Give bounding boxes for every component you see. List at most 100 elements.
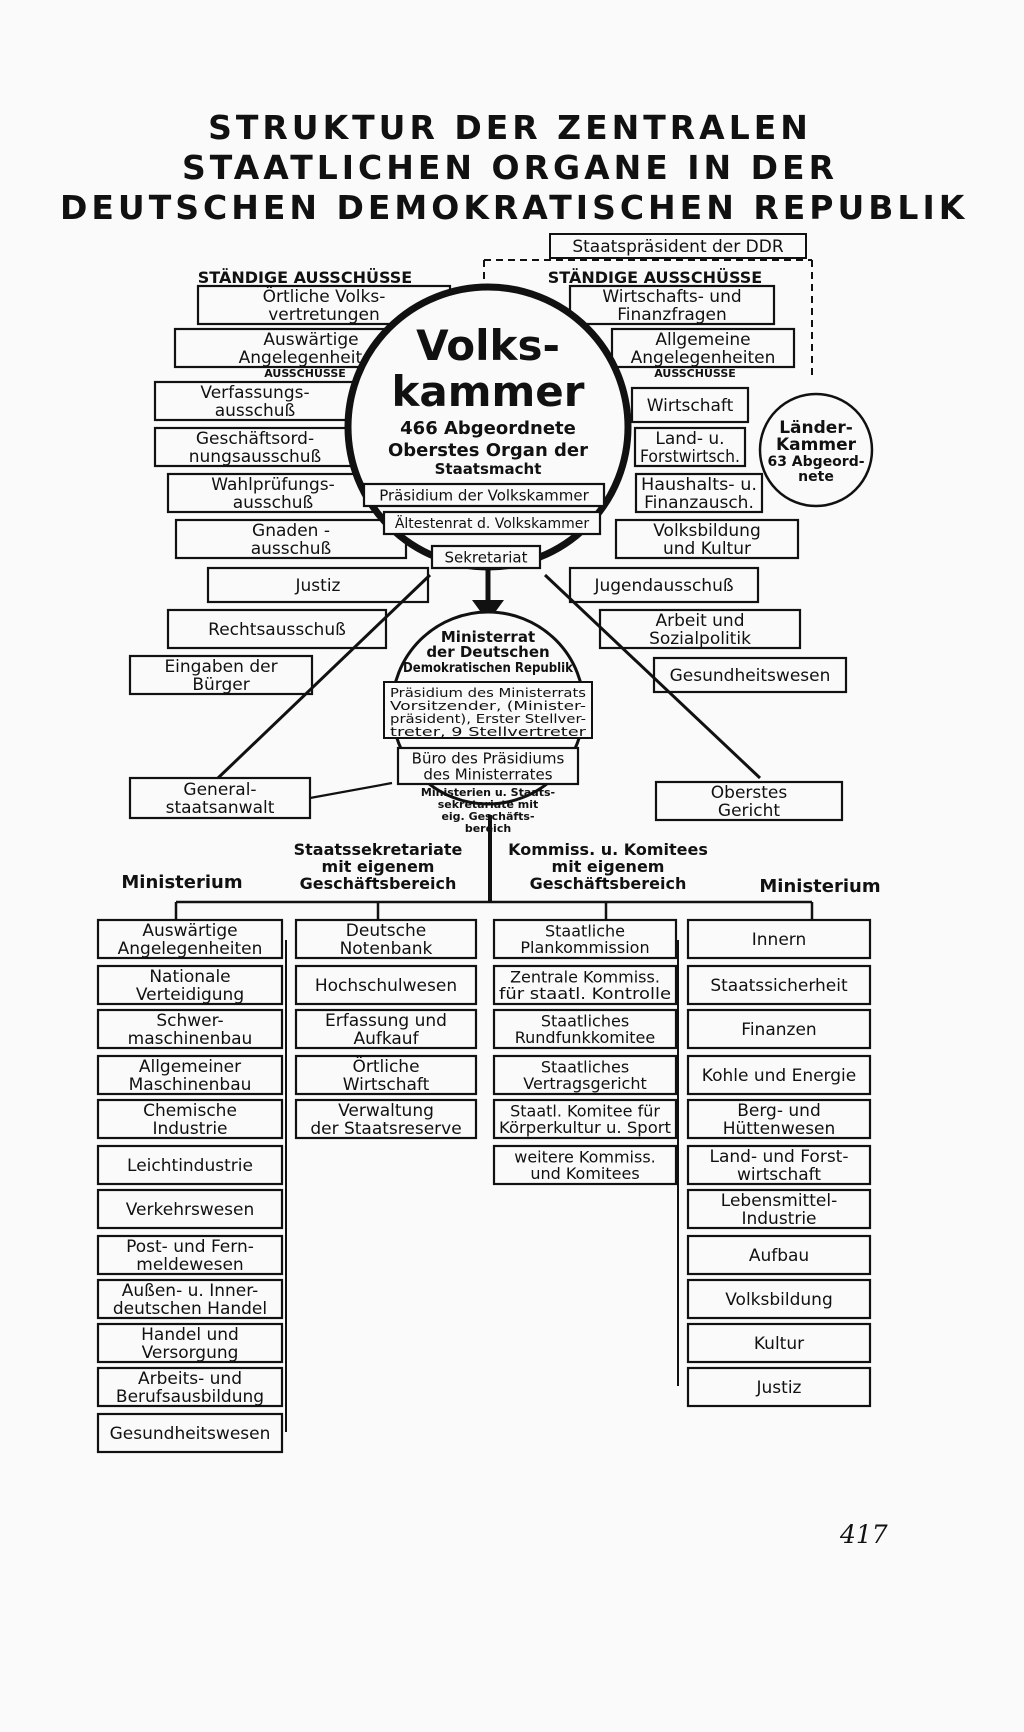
ministry-left-box-text: Post- und Fern- — [126, 1237, 254, 1257]
left-committee-box-text: Gnaden - — [252, 521, 330, 541]
ministerrat-text: Demokratischen Republik — [403, 661, 573, 676]
right-committee-box — [598, 608, 802, 650]
right-committee-box-text: Wirtschafts- und — [602, 287, 741, 307]
ministry-right-box — [686, 1366, 872, 1408]
title-line-1: STRUKTUR DER ZENTRALEN — [208, 108, 812, 147]
staatssekretariat-box — [294, 1098, 478, 1140]
volkskammer-title: kammer — [392, 367, 585, 416]
title-line-3: DEUTSCHEN DEMOKRATISCHEN REPUBLIK — [60, 188, 969, 227]
staatssekretariat-box — [294, 1054, 478, 1096]
left-committee-box-text: Eingaben der — [164, 657, 277, 677]
volkskammer-description: Oberstes Organ der — [388, 440, 588, 461]
ministry-right-box-text: Aufbau — [749, 1246, 809, 1266]
ministry-right-box — [686, 1234, 872, 1276]
ministry-right-box-text: Industrie — [741, 1209, 816, 1229]
right-committee-box-text: Sozialpolitik — [649, 629, 751, 649]
kommission-box — [492, 964, 678, 1006]
ministry-left-box-text: Auswärtige — [142, 921, 237, 941]
left-committee-box — [206, 566, 430, 604]
aeltestenrat-box-text: Ältestenrat d. Volkskammer — [395, 514, 590, 532]
ministry-left-box-text: Leichtindustrie — [127, 1156, 253, 1176]
praesidium-volkskammer-box-text: Präsidium der Volkskammer — [379, 486, 589, 504]
left-committee-box — [128, 654, 314, 696]
left-committee-box-text: Angelegenheiten — [239, 348, 384, 368]
kommission-box-text: und Komitees — [530, 1164, 639, 1183]
ministry-left-box-text: meldewesen — [136, 1255, 243, 1275]
right-staendige-heading: STÄNDIGE AUSSCHÜSSE — [548, 268, 762, 287]
ministry-left-box — [96, 1054, 284, 1096]
buero-praesidium-box-text: des Ministerrates — [423, 765, 552, 783]
volkskammer-members: 466 Abgeordnete — [400, 418, 576, 439]
left-committee-box-text: Justiz — [295, 576, 341, 596]
ministry-left-box-text: maschinenbau — [128, 1029, 253, 1049]
buero-praesidium-box — [396, 746, 580, 786]
generalstaatsanwalt-box-text: staatsanwalt — [166, 798, 275, 818]
ministry-left-box-text: Gesundheitswesen — [110, 1424, 271, 1444]
ministry-left-box-text: Außen- u. Inner- — [122, 1281, 259, 1301]
kommission-box-text: Staatl. Komitee für — [510, 1101, 660, 1120]
ministry-right-box — [686, 964, 872, 1006]
ministry-right-box — [686, 918, 872, 960]
right-committee-box-text: Arbeit und — [655, 611, 744, 631]
ministry-left-box-text: Handel und — [141, 1325, 239, 1345]
ministry-right-box — [686, 1054, 872, 1096]
ministerrat-text: der Deutschen — [426, 643, 549, 661]
left-committee-box-text: Verfassungs- — [200, 383, 309, 403]
staatssekretariat-box-text: Wirtschaft — [343, 1075, 430, 1095]
volkskammer-title: Volks- — [416, 321, 560, 370]
generalstaatsanwalt-box-text: General- — [183, 780, 256, 800]
ministry-left-box — [96, 1234, 284, 1276]
right-committee-box-text: Angelegenheiten — [631, 348, 776, 368]
left-staendige-heading: STÄNDIGE AUSSCHÜSSE — [198, 268, 412, 287]
ministerium-right-label: Ministerium — [759, 876, 880, 897]
kommission-box — [492, 1144, 678, 1186]
volkskammer-description: Staatsmacht — [435, 460, 542, 478]
left-committee-box-text: vertretungen — [268, 305, 380, 325]
left-committee-box-text: Geschäftsord- — [196, 429, 314, 449]
left-committee-box-text: Bürger — [192, 675, 249, 695]
ministry-right-box — [686, 1278, 872, 1320]
buero-praesidium-box-text: Büro des Präsidiums — [412, 750, 565, 768]
staatssekretariate-label: Geschäftsbereich — [300, 874, 457, 893]
ministerrat-bottom-text: Ministerien u. Staats- — [421, 786, 555, 799]
staatssekretariate-label: Staatssekretariate — [294, 840, 463, 859]
ministry-right-box-text: wirtschaft — [737, 1165, 821, 1185]
right-committee-box — [568, 284, 776, 326]
ministry-left-box-text: Angelegenheiten — [118, 939, 263, 959]
kommission-box-text: weitere Kommiss. — [514, 1147, 656, 1166]
ministry-right-box-text: Finanzen — [741, 1020, 816, 1040]
right-committee-box-text: Volksbildung — [653, 521, 761, 541]
ministry-right-box-text: Justiz — [756, 1378, 802, 1398]
kommission-box-text: Vertragsgericht — [523, 1074, 647, 1093]
kommission-box-text: Staatliche — [545, 921, 625, 940]
kommission-box-text: für staatl. Kontrolle — [499, 984, 671, 1003]
ministry-left-box-text: Arbeits- und — [138, 1369, 242, 1389]
right-committee-box-text: Wirtschaft — [647, 396, 734, 416]
ministry-left-box-text: Verteidigung — [136, 985, 244, 1005]
left-committee-box — [166, 608, 388, 650]
ministry-left-box — [96, 1098, 284, 1140]
right-committee-box-text: Allgemeine — [655, 330, 750, 350]
right-committee-box-text: Land- u. — [655, 429, 724, 449]
left-ausschuesse-heading: AUSSCHÜSSE — [264, 366, 346, 380]
ministry-left-box-text: Chemische — [143, 1101, 237, 1121]
ministerrat-text: Ministerrat — [441, 628, 535, 646]
kommission-box-text: Rundfunkkomitee — [515, 1028, 656, 1047]
ministry-right-box-text: Kultur — [754, 1334, 804, 1354]
praesidium-ministerrat-text: Vorsitzender, (Minister- — [390, 699, 586, 713]
ministry-left-box — [96, 1322, 284, 1364]
right-committee-box — [652, 656, 848, 694]
ministry-right-box-text: Volksbildung — [725, 1290, 833, 1310]
diagonal-to-generalstaatsanwalt — [216, 573, 432, 780]
ministry-left-box-text: Verkehrswesen — [126, 1200, 255, 1220]
ministry-right-box — [686, 1144, 872, 1186]
praesidium-volkskammer-box — [362, 482, 606, 508]
ministry-right-box-text: Kohle und Energie — [702, 1066, 856, 1086]
staatssekretariat-box-text: Aufkauf — [353, 1029, 419, 1049]
right-committee-box — [614, 518, 800, 560]
sekretariat-box-text: Sekretariat — [445, 548, 528, 566]
diagonal-to-oberstes-gericht — [543, 573, 762, 780]
title-line-2: STAATLICHEN ORGANE IN DER — [181, 148, 838, 187]
laenderkammer-text: Länder- — [779, 418, 853, 438]
